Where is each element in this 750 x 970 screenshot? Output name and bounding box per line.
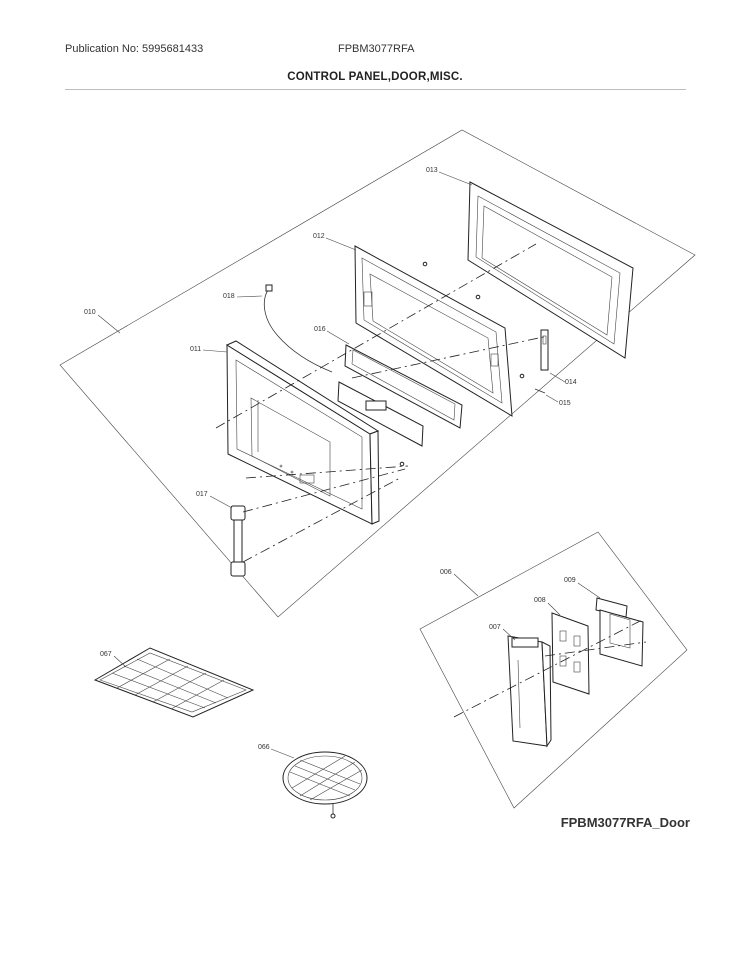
leader-014 xyxy=(549,372,566,383)
part-013-door-choke xyxy=(467,181,634,359)
assembly-axis-3 xyxy=(242,468,406,513)
assembly-axis-7 xyxy=(544,641,647,657)
assembly-axis-4 xyxy=(242,477,401,563)
part-018-wire-harness xyxy=(263,289,333,373)
screw-d xyxy=(399,461,405,467)
assembly-axis-1 xyxy=(215,243,537,429)
leader-015 xyxy=(545,394,559,403)
part-016-panel-window xyxy=(344,344,463,429)
part-008-mounting-plate xyxy=(551,612,590,695)
part-label-008: 008 xyxy=(534,597,546,604)
leader-008 xyxy=(547,602,561,616)
part-label-014: 014 xyxy=(565,379,577,386)
part-label-016: 016 xyxy=(314,326,326,333)
leader-011 xyxy=(202,349,228,353)
leader-009 xyxy=(577,582,601,599)
part-label-009: 009 xyxy=(564,577,576,584)
leader-066 xyxy=(270,748,295,759)
screw-b xyxy=(475,294,481,300)
header-divider xyxy=(65,89,686,90)
part-label-013: 013 xyxy=(426,167,438,174)
door-assembly-boundary xyxy=(59,129,696,618)
part-012-door-frame xyxy=(354,245,513,417)
part-007-control-housing xyxy=(507,635,552,748)
part-011-outer-door xyxy=(225,340,380,525)
diagram-footer-label: FPBM3077RFA_Door xyxy=(560,815,690,830)
part-label-011: 011 xyxy=(190,346,201,353)
part-label-012: 012 xyxy=(313,233,325,240)
part-label-018: 018 xyxy=(223,293,235,300)
screw-a xyxy=(422,261,428,267)
leader-007 xyxy=(502,628,516,641)
page-title: CONTROL PANEL,DOOR,MISC. xyxy=(287,71,463,83)
part-label-067: 067 xyxy=(100,651,112,658)
part-009-bracket xyxy=(595,597,644,667)
assembly-axis-5 xyxy=(351,335,549,379)
leader-017 xyxy=(209,495,233,509)
harness-connector xyxy=(265,284,273,292)
part-label-006: 006 xyxy=(440,569,452,576)
part-067-wire-rack xyxy=(93,647,255,718)
part-label-015: 015 xyxy=(559,400,571,407)
part-label-066: 066 xyxy=(258,744,270,751)
control-board xyxy=(337,381,424,447)
part-label-010: 010 xyxy=(84,309,96,316)
leader-013 xyxy=(438,171,473,186)
part-015-screw xyxy=(534,388,546,394)
part-label-017: 017 xyxy=(196,491,208,498)
leader-018 xyxy=(236,295,263,298)
publication-number: Publication No: 5995681433 xyxy=(65,43,204,55)
leader-016 xyxy=(326,330,350,345)
leader-067 xyxy=(113,655,127,668)
assembly-axis-2 xyxy=(245,465,409,479)
leader-010 xyxy=(97,314,121,334)
part-066-round-rack xyxy=(282,751,368,819)
part-014-latch xyxy=(540,329,549,371)
control-assembly-boundary xyxy=(419,531,688,809)
screw-c xyxy=(519,373,525,379)
model-number: FPBM3077RFA xyxy=(338,43,415,55)
part-017-door-handle xyxy=(230,505,246,577)
assembly-axis-6 xyxy=(453,619,643,718)
leader-006 xyxy=(453,573,479,597)
part-label-007: 007 xyxy=(489,624,501,631)
leader-012 xyxy=(325,237,357,251)
